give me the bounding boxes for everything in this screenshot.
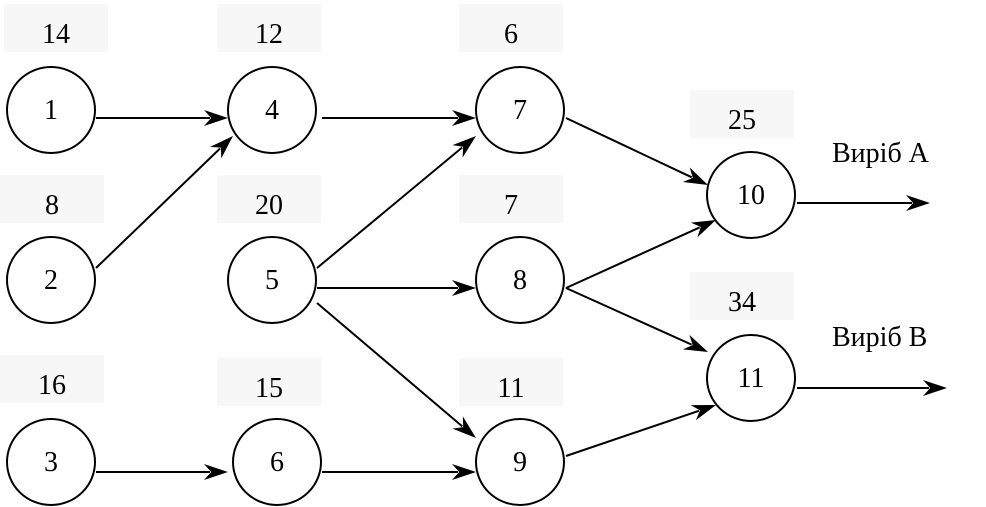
weight-bg-2 <box>0 175 104 223</box>
node-weight-5: 20 <box>255 190 283 221</box>
output-arrow-10-arrowhead <box>906 195 930 211</box>
node-weight-10: 25 <box>728 105 756 136</box>
node-label-10: 10 <box>737 180 765 211</box>
node-label-4: 4 <box>265 95 279 126</box>
edge-5-to-9-arrowhead <box>452 416 476 438</box>
node-label-1: 1 <box>44 95 58 126</box>
node-4: 4 <box>227 66 317 154</box>
edge-9-to-11 <box>565 405 716 457</box>
edge-8-to-10-line <box>565 226 701 289</box>
edge-7-to-10 <box>565 117 708 185</box>
node-circle-4 <box>227 66 317 154</box>
edge-1-to-4 <box>96 110 228 126</box>
node-circle-8 <box>475 236 565 324</box>
weight-bg-3 <box>0 355 104 403</box>
output-arrow-11 <box>797 380 947 396</box>
edge-8-to-10 <box>565 220 716 289</box>
edge-5-to-8-arrowhead <box>452 280 476 296</box>
product-label-11: Виріб B <box>832 322 927 353</box>
edge-5-to-8 <box>317 280 476 296</box>
node-label-5: 5 <box>265 265 279 296</box>
edge-8-to-11-line <box>565 287 693 346</box>
weight-bg-9 <box>459 358 563 406</box>
weight-bg-6 <box>217 358 321 406</box>
edge-7-to-10-line <box>565 117 693 179</box>
node-weight-9: 11 <box>498 373 525 404</box>
node-1: 1 <box>6 66 96 154</box>
node-label-8: 8 <box>513 265 527 296</box>
node-circle-1 <box>6 66 96 154</box>
edge-5-to-9-line <box>316 302 463 428</box>
weight-bg-11 <box>690 272 794 320</box>
node-weight-7: 6 <box>504 19 518 50</box>
weight-bg-7 <box>459 4 563 52</box>
edge-8-to-10-arrowhead <box>690 220 716 238</box>
weight-bg-4 <box>217 4 321 52</box>
node-2: 2 <box>6 236 96 324</box>
node-circle-2 <box>6 236 96 324</box>
edge-6-to-9-arrowhead <box>452 464 476 480</box>
edge-4-to-7 <box>322 110 476 126</box>
node-weight-4: 12 <box>255 19 283 50</box>
node-label-9: 9 <box>513 447 527 478</box>
node-circle-3 <box>6 418 96 506</box>
node-label-3: 3 <box>44 447 58 478</box>
weight-bg-1 <box>4 4 108 52</box>
node-10: 10 <box>706 151 796 239</box>
edge-8-to-11-arrowhead <box>682 334 708 352</box>
node-circle-6 <box>232 418 322 506</box>
node-5: 5 <box>227 236 317 324</box>
edge-2-to-4-line <box>95 147 221 269</box>
node-label-11: 11 <box>738 363 765 394</box>
edge-3-to-6 <box>96 464 228 480</box>
node-circle-10 <box>706 151 796 239</box>
node-label-7: 7 <box>513 95 527 126</box>
node-3: 3 <box>6 418 96 506</box>
node-weight-6: 15 <box>255 373 283 404</box>
product-label-10: Виріб A <box>832 138 930 169</box>
edge-6-to-9 <box>322 464 476 480</box>
weight-bg-10 <box>690 90 794 138</box>
edge-2-to-4 <box>95 136 233 269</box>
node-6: 6 <box>232 418 322 506</box>
edge-5-to-9 <box>316 302 476 438</box>
node-7: 7 <box>475 66 565 154</box>
node-8: 8 <box>475 236 565 324</box>
node-circle-11 <box>706 334 796 422</box>
edge-5-to-7-line <box>316 146 463 269</box>
output-arrow-11-arrowhead <box>923 380 947 396</box>
node-weight-1: 14 <box>42 19 70 50</box>
node-weight-3: 16 <box>38 370 66 401</box>
node-circle-9 <box>475 418 565 506</box>
edge-7-to-10-arrowhead <box>682 167 708 185</box>
output-arrow-10 <box>797 195 930 211</box>
node-weight-8: 7 <box>504 190 518 221</box>
weight-bg-5 <box>217 175 321 223</box>
node-weight-2: 8 <box>45 190 59 221</box>
edge-3-to-6-arrowhead <box>204 464 228 480</box>
node-circle-5 <box>227 236 317 324</box>
edge-9-to-11-arrowhead <box>690 405 716 421</box>
edge-5-to-7-arrowhead <box>452 136 476 158</box>
node-9: 9 <box>475 418 565 506</box>
node-weight-11: 34 <box>728 287 756 318</box>
edge-8-to-11 <box>565 287 708 352</box>
edge-1-to-4-arrowhead <box>204 110 228 126</box>
edge-9-to-11-line <box>565 409 700 457</box>
node-11: 11 <box>706 334 796 422</box>
node-circle-7 <box>475 66 565 154</box>
edge-2-to-4-arrowhead <box>210 136 233 159</box>
edge-4-to-7-arrowhead <box>452 110 476 126</box>
edge-5-to-7 <box>316 136 476 269</box>
node-label-2: 2 <box>44 265 58 296</box>
weight-bg-8 <box>459 175 563 223</box>
node-label-6: 6 <box>270 447 284 478</box>
